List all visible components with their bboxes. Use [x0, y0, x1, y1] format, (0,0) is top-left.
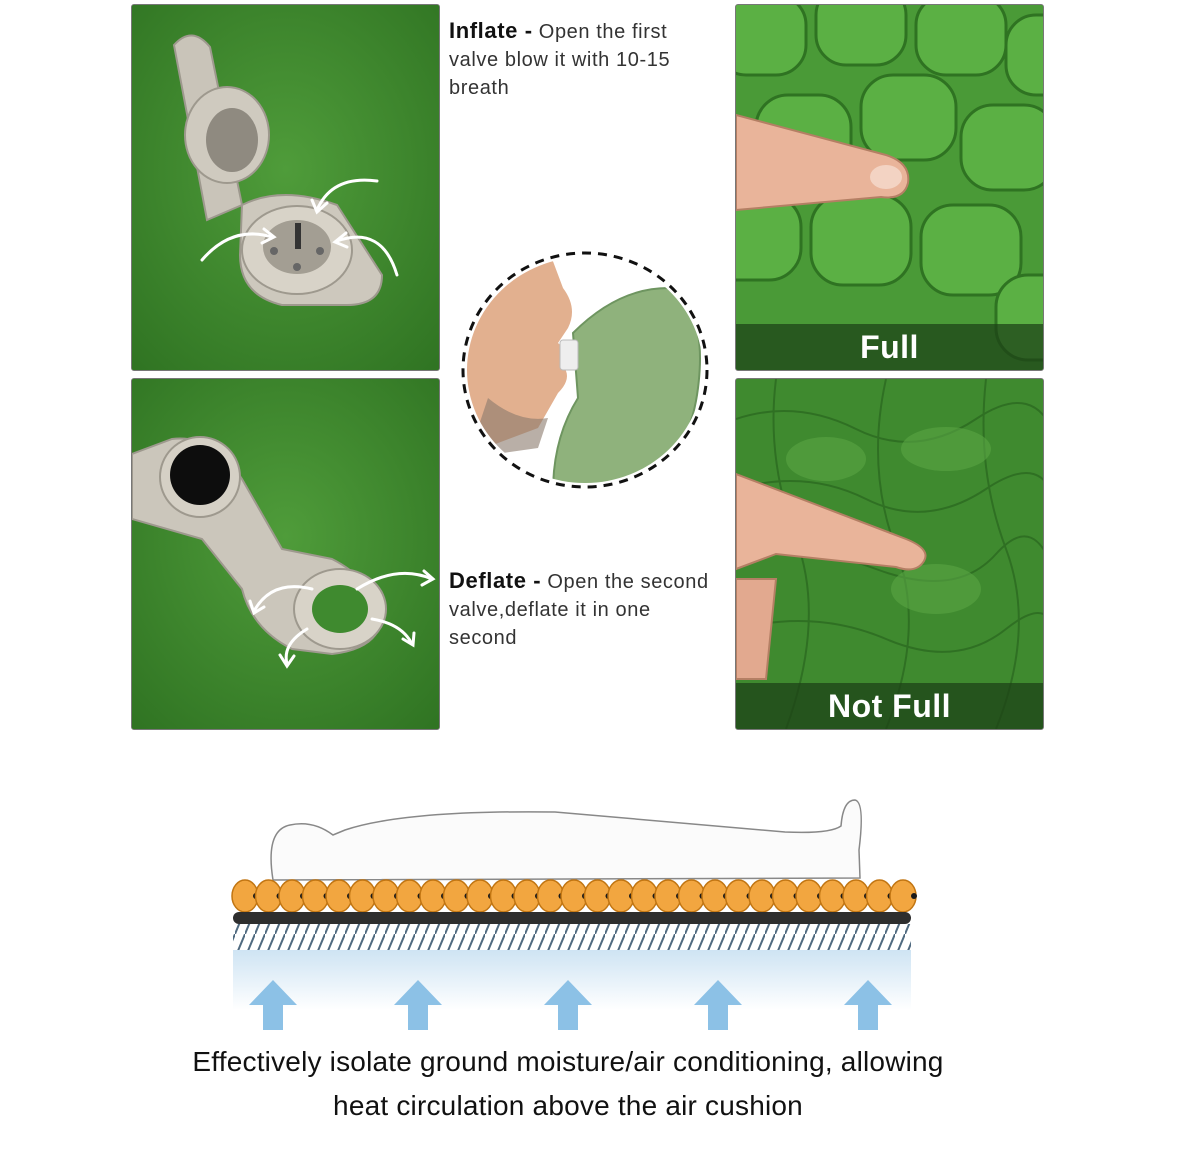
- deflate-valve-photo: [131, 378, 440, 730]
- air-flow-arrow-icon: [394, 980, 442, 1030]
- air-flow-arrow-icon: [844, 980, 892, 1030]
- air-cushion-beads: [231, 879, 917, 913]
- inflated-mat-illustration: [736, 5, 1043, 370]
- full-caption: Full: [736, 324, 1043, 370]
- cushion-bead-joint: [911, 893, 917, 899]
- deflated-mat-illustration: [736, 379, 1043, 729]
- deflate-text: Open the second valve,deflate it in one …: [449, 571, 709, 649]
- inflate-valve-illustration: [132, 5, 439, 370]
- not-full-caption: Not Full: [736, 683, 1043, 729]
- inflate-text: Open the first valve blow it with 10-15 …: [449, 21, 671, 99]
- bottom-caption-line-1: Effectively isolate ground moisture/air …: [192, 1046, 944, 1077]
- inflate-valve-photo: [131, 4, 440, 371]
- deflate-valve-illustration: [132, 379, 439, 729]
- blowing-valve-photo: [458, 248, 712, 492]
- arrow-icon: [248, 569, 436, 669]
- insulation-diagram-graphic: [231, 799, 917, 1030]
- inflate-heading: Inflate -: [449, 18, 533, 43]
- person-silhouette: [270, 799, 862, 881]
- arrow-icon: [200, 178, 399, 277]
- full-mat-photo: Full: [735, 4, 1044, 371]
- air-flow-arrow-icon: [694, 980, 742, 1030]
- bottom-caption-line-2: heat circulation above the air cushion: [333, 1090, 803, 1121]
- deflate-description: Deflate - Open the second valve,deflate …: [449, 567, 719, 652]
- deflate-heading: Deflate -: [449, 568, 542, 593]
- blowing-illustration: [461, 251, 709, 489]
- inflate-description: Inflate - Open the first valve blow it w…: [449, 17, 719, 102]
- not-full-mat-photo: Not Full: [735, 378, 1044, 730]
- air-flow-arrow-icon: [544, 980, 592, 1030]
- air-flow-arrows: [249, 980, 892, 1030]
- air-flow-arrow-icon: [249, 980, 297, 1030]
- insulation-diagram: [225, 790, 925, 1040]
